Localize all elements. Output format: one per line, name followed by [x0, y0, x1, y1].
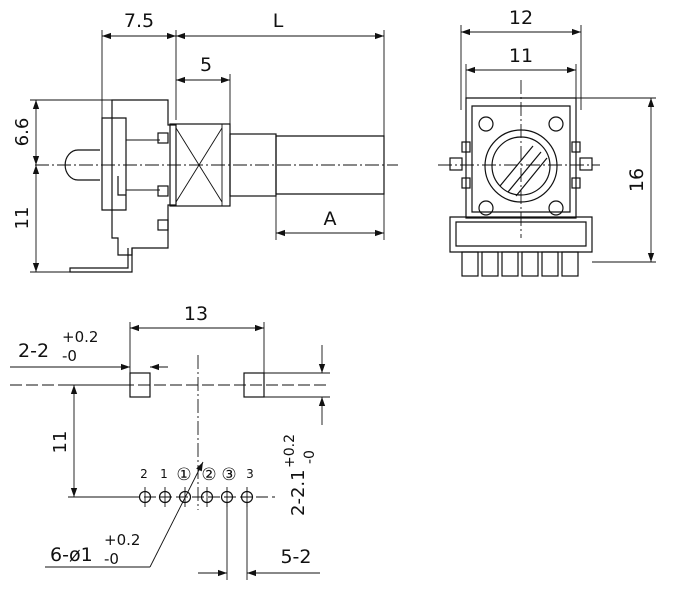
pin-label-circled-2: ② — [201, 465, 216, 485]
dim-upper-6-6: 6.6 — [12, 118, 33, 147]
dim-row-distance-11: 11 — [50, 431, 71, 454]
pin-label-2: 2 — [140, 467, 148, 481]
front-view: 12 11 16 — [438, 7, 656, 277]
dim-span-13: 13 — [184, 303, 208, 325]
dim-mount-tol-plus: +0.2 — [62, 328, 98, 346]
dim-lower-11: 11 — [12, 207, 33, 230]
dim-slot-tol-minus: -0 — [302, 450, 318, 464]
dim-bush-5: 5 — [200, 54, 212, 76]
dim-height-16: 16 — [626, 168, 648, 192]
dim-inner-width-11: 11 — [509, 45, 533, 67]
dim-mount-tol-minus: -0 — [62, 347, 77, 365]
dim-pin-holes: 6-ø1 — [50, 544, 93, 566]
side-view: 7.5 L 5 6.6 11 A — [12, 10, 398, 273]
pin-label-1: 1 — [160, 467, 168, 481]
pcb-footprint: 2 1 ① ② ③ 3 13 2-2 +0.2 -0 11 2-2.1 +0.2 — [10, 303, 330, 580]
pin-label-3: 3 — [246, 467, 254, 481]
dim-pin-tol-plus: +0.2 — [104, 531, 140, 549]
pin-hole-row — [138, 487, 254, 507]
dim-pin-tol-minus: -0 — [104, 550, 119, 568]
pin-label-circled-1: ① — [176, 465, 191, 485]
pin-label-circled-3: ③ — [221, 465, 236, 485]
dim-pitch-5-2: 5-2 — [280, 546, 311, 568]
dim-shaft-a: A — [324, 208, 337, 230]
dim-length-l: L — [273, 10, 284, 32]
dim-width-7-5: 7.5 — [124, 10, 154, 32]
dim-slot-tol-plus: +0.2 — [282, 434, 298, 468]
dim-outer-width-12: 12 — [509, 7, 533, 29]
dim-slot: 2-2.1 — [288, 469, 309, 516]
dim-mount-hole: 2-2 — [18, 340, 49, 362]
